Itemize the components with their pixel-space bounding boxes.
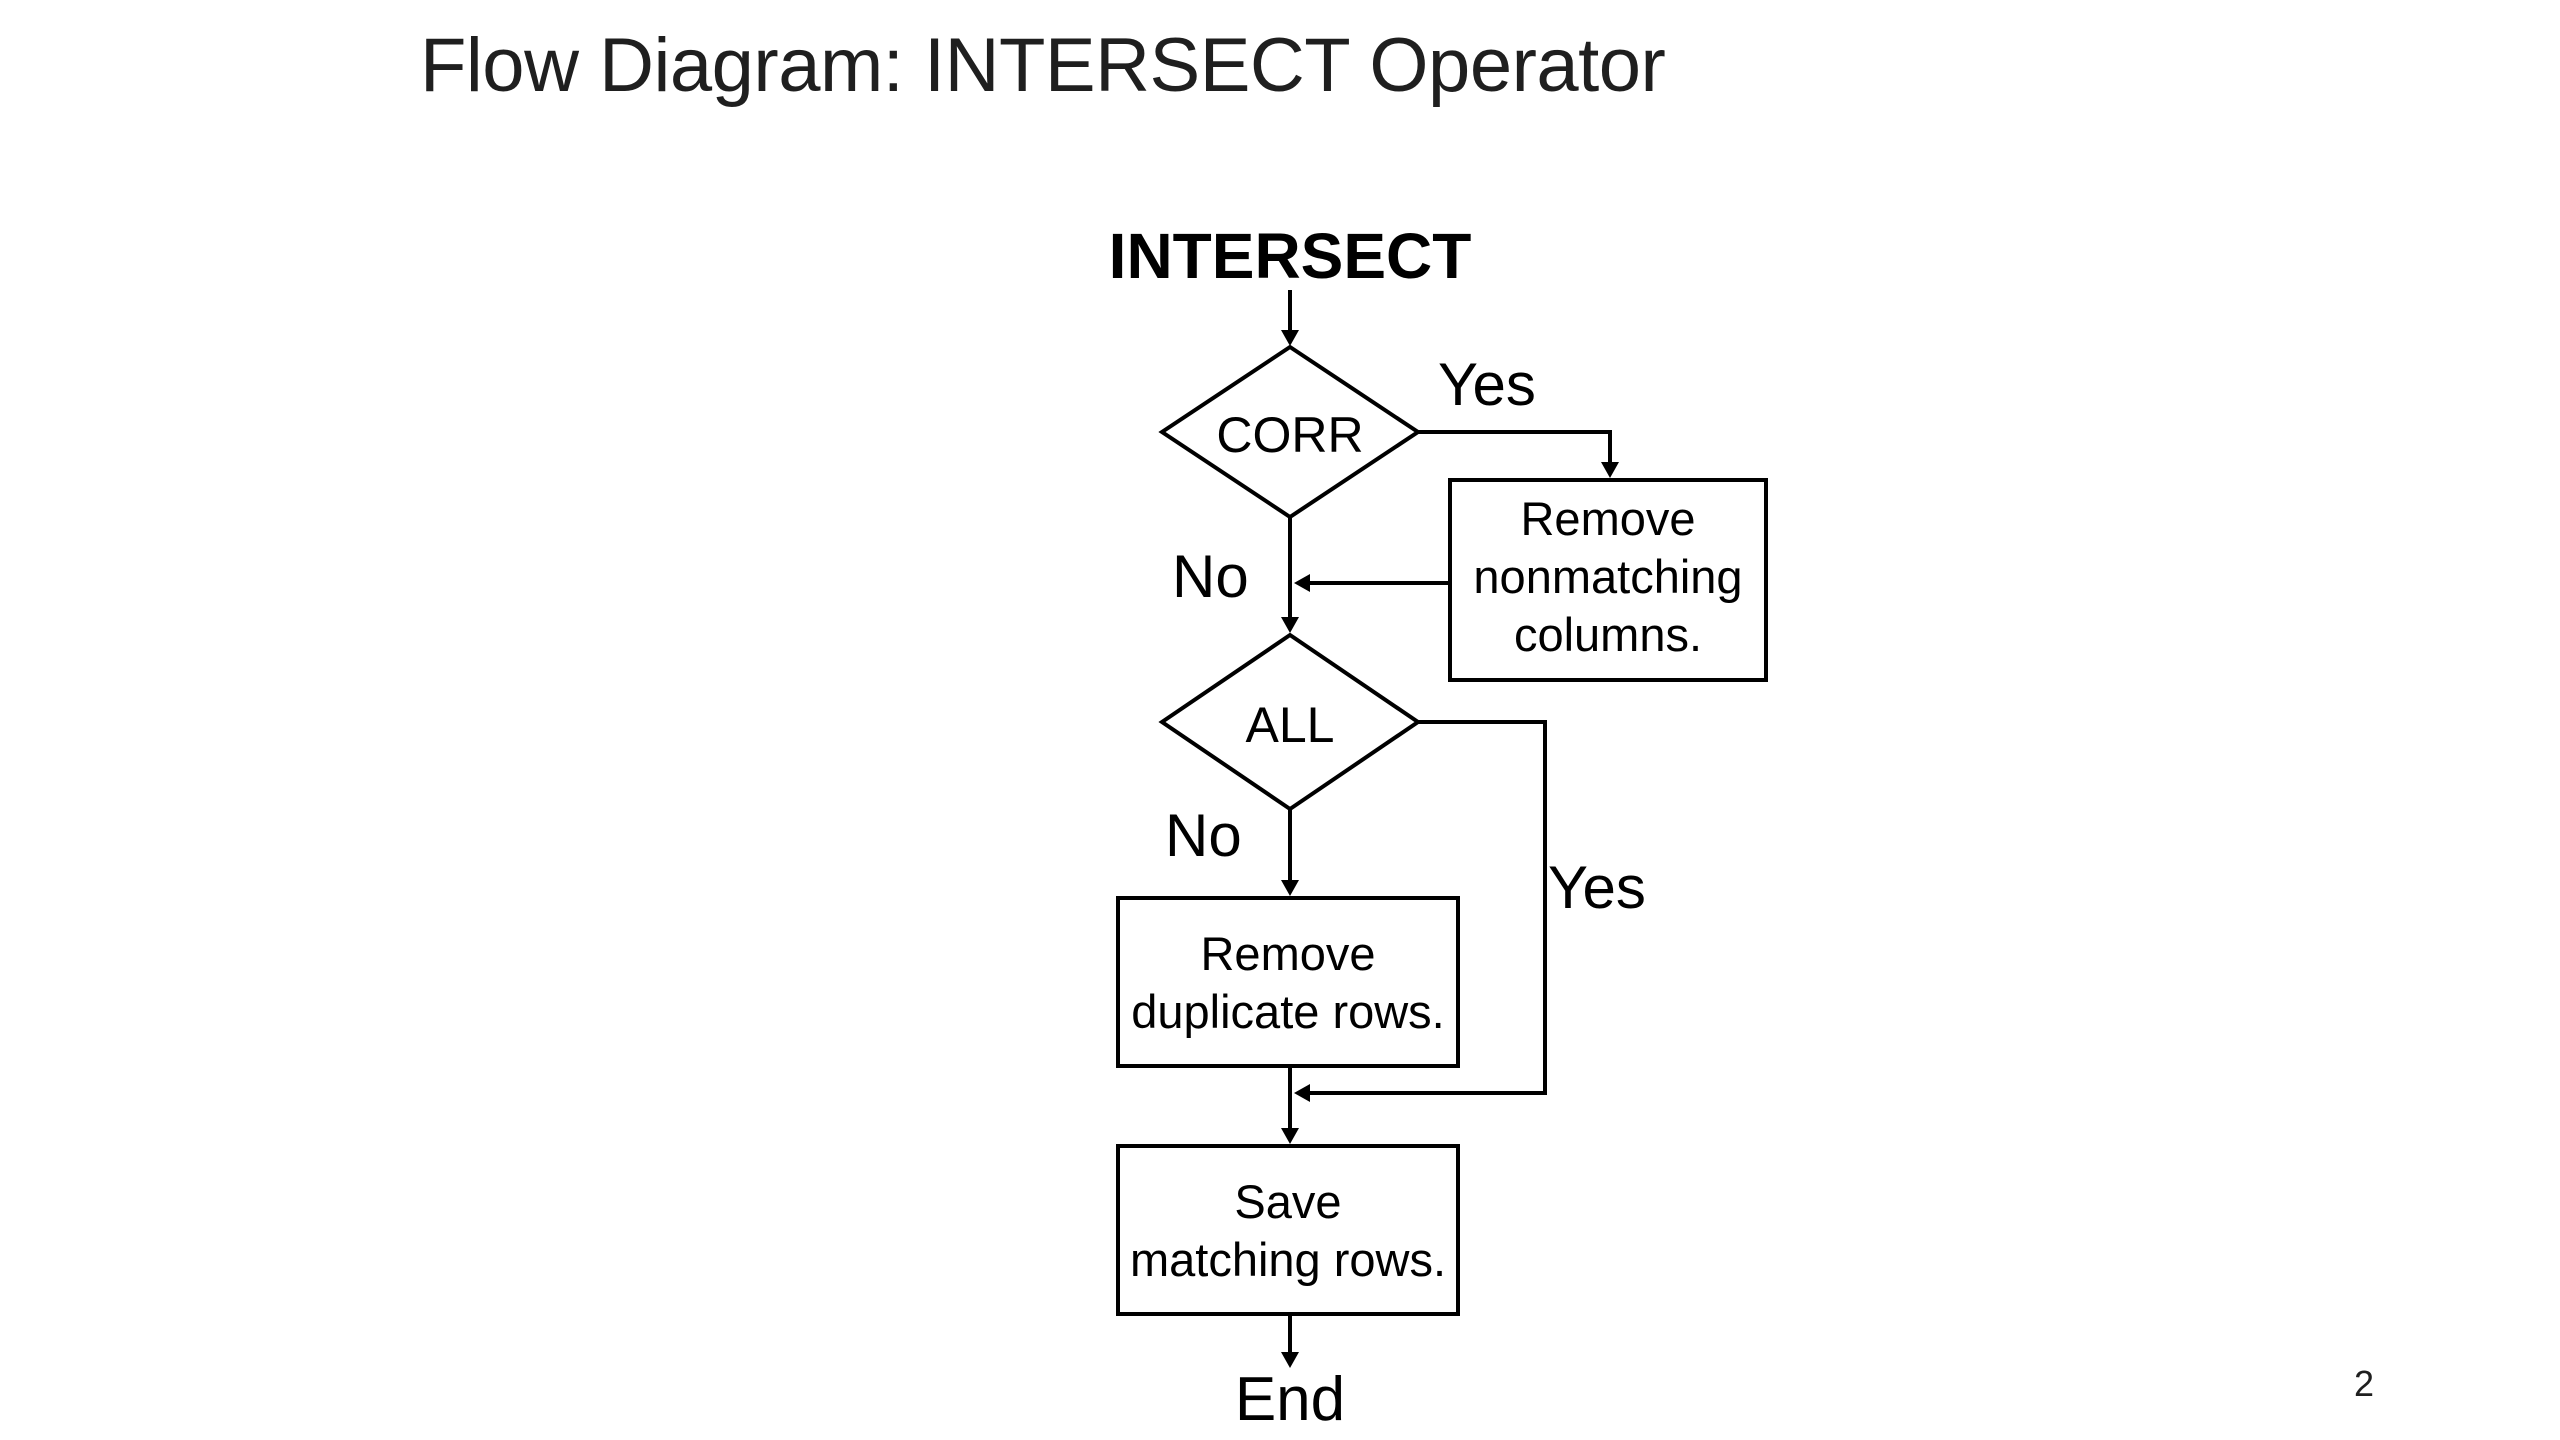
arrowhead: [1281, 617, 1299, 633]
remove-duplicates-box: [1116, 896, 1460, 1068]
all-no-label: No: [1165, 802, 1242, 869]
all-yes-label: Yes: [1548, 854, 1646, 921]
page-number: 2: [2354, 1363, 2375, 1404]
save-matching-line-2: matching rows.: [1130, 1233, 1446, 1286]
corr-decision-label: CORR: [1216, 407, 1363, 463]
end-label: End: [1235, 1365, 1345, 1434]
all-decision-label: ALL: [1246, 697, 1335, 753]
corr-yes-label: Yes: [1438, 351, 1536, 418]
arrowhead: [1601, 462, 1619, 478]
start-label: INTERSECT: [1109, 220, 1472, 292]
connector-all-yes: [1310, 720, 1547, 1095]
arrowhead: [1281, 880, 1299, 896]
corr-no-label: No: [1172, 543, 1249, 610]
slide-title: Flow Diagram: INTERSECT Operator: [420, 23, 1666, 108]
arrowhead: [1294, 1084, 1310, 1102]
remove-duplicates-line-2: duplicate rows.: [1131, 985, 1445, 1038]
remove-columns-box: [1448, 478, 1768, 682]
arrowhead: [1281, 1352, 1299, 1368]
save-matching-box: [1116, 1144, 1460, 1316]
remove-columns-line-1: Remove: [1520, 492, 1695, 545]
arrowhead: [1281, 330, 1299, 346]
save-matching-line-1: Save: [1234, 1175, 1341, 1228]
remove-columns-line-2: nonmatching: [1473, 550, 1742, 603]
connector-corr-yes: [1418, 430, 1612, 462]
remove-columns-line-3: columns.: [1514, 608, 1702, 661]
arrowhead: [1294, 574, 1310, 592]
remove-duplicates-line-1: Remove: [1200, 927, 1375, 980]
arrowhead: [1281, 1128, 1299, 1144]
